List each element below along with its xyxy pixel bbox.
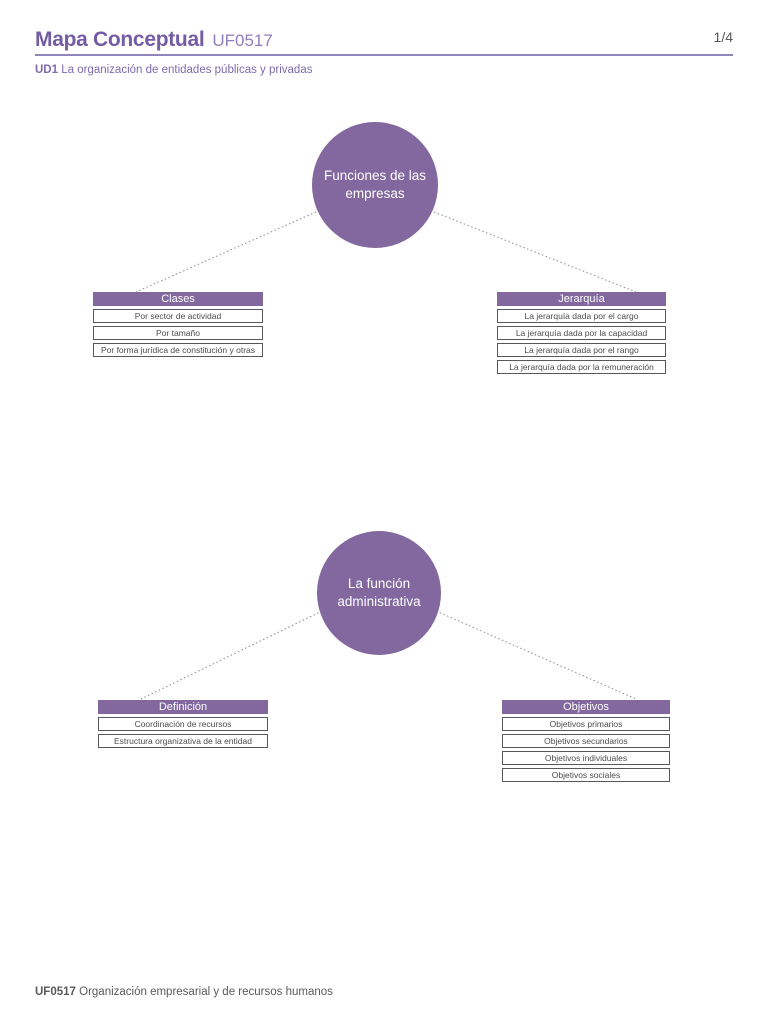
branch-header: Clases — [93, 292, 263, 306]
header: Mapa Conceptual UF0517 1/4 — [35, 28, 733, 52]
unit-code: UD1 — [35, 64, 59, 76]
branch-item: Estructura organizativa de la entidad — [98, 734, 268, 748]
branch-item: Por forma jurídica de constitución y otr… — [93, 343, 263, 357]
document-code: UF0517 — [212, 31, 273, 50]
connector-line — [435, 610, 637, 700]
page-title: Mapa Conceptual — [35, 28, 205, 51]
branch-item: La jerarquía dada por el rango — [497, 343, 666, 357]
branch-item: Coordinación de recursos — [98, 717, 268, 731]
footer-text: Organización empresarial y de recursos h… — [79, 986, 333, 998]
concept-circle-funcion-administrativa: La función administrativa — [317, 531, 441, 655]
branch-item: Objetivos individuales — [502, 751, 670, 765]
branch-item: Objetivos sociales — [502, 768, 670, 782]
branch-objetivos: Objetivos Objetivos primarios Objetivos … — [502, 700, 670, 782]
branch-item: Objetivos primarios — [502, 717, 670, 731]
branch-item: Por tamaño — [93, 326, 263, 340]
page-number: 1/4 — [713, 29, 733, 45]
footer: UF0517 Organización empresarial y de rec… — [35, 986, 333, 998]
branch-item: La jerarquía dada por la remuneración — [497, 360, 666, 374]
connector-line — [433, 211, 637, 293]
branch-item: Por sector de actividad — [93, 309, 263, 323]
branch-item: La jerarquía dada por el cargo — [497, 309, 666, 323]
branch-header: Objetivos — [502, 700, 670, 714]
branch-definicion: Definición Coordinación de recursos Estr… — [98, 700, 268, 748]
connector-line — [135, 211, 317, 293]
header-divider — [35, 54, 733, 56]
unit-subtitle: UD1 La organización de entidades pública… — [35, 64, 312, 76]
branch-item: La jerarquía dada por la capacidad — [497, 326, 666, 340]
connector-line — [138, 610, 323, 701]
branch-header: Jerarquía — [497, 292, 666, 306]
branch-header: Definición — [98, 700, 268, 714]
unit-title: La organización de entidades públicas y … — [61, 64, 313, 76]
branch-clases: Clases Por sector de actividad Por tamañ… — [93, 292, 263, 357]
footer-code: UF0517 — [35, 986, 76, 998]
branch-jerarquia: Jerarquía La jerarquía dada por el cargo… — [497, 292, 666, 374]
concept-circle-funciones: Funciones de las empresas — [312, 122, 438, 248]
branch-item: Objetivos secundarios — [502, 734, 670, 748]
